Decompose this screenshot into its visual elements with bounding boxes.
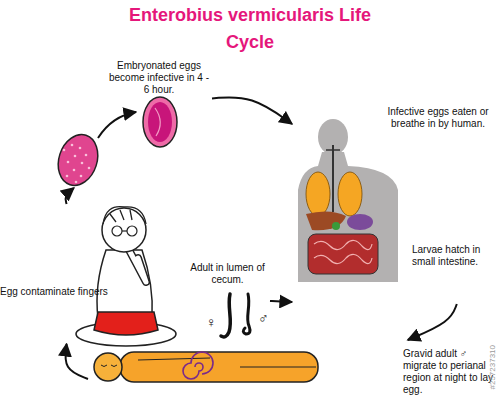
sex-symbol: ♀	[206, 314, 217, 330]
glasses-bridge	[122, 230, 127, 231]
liver	[306, 211, 346, 230]
closed-eyes	[101, 365, 117, 367]
glasses	[112, 226, 122, 236]
male-worm	[243, 294, 250, 334]
cycle-arrow	[270, 301, 292, 302]
head	[318, 119, 348, 155]
stage-text: Gravid adult ♂ migrate to perianal regio…	[403, 348, 498, 396]
sex-symbol: ♂	[258, 310, 269, 326]
egg-dot	[66, 175, 69, 178]
egg-dot	[74, 155, 77, 158]
egg-dot	[79, 147, 82, 150]
stage-text: Embryonated eggs become infective in 4 -…	[107, 60, 211, 96]
egg-dot	[63, 149, 66, 152]
stage-node: Embryonated eggs become infective in 4 -…	[55, 60, 212, 188]
egg-dot	[67, 161, 70, 164]
adult-worms	[221, 294, 250, 337]
egg-dot	[81, 162, 84, 165]
egg-dot	[75, 181, 78, 184]
stage-text: Adult in lumen of cecum.	[185, 262, 270, 286]
legs	[240, 367, 316, 368]
pants	[94, 312, 158, 335]
esophagus	[332, 145, 334, 212]
egg-dot	[80, 175, 83, 178]
egg-dot	[71, 144, 74, 147]
stage-node: Infective eggs eaten or breathe in by hu…	[292, 104, 498, 304]
diagram-title: Enterobius vermicularis Life Cycle	[110, 2, 390, 56]
development-arrow	[98, 112, 136, 138]
stomach	[347, 214, 373, 230]
arm	[138, 358, 210, 360]
gallbladder	[332, 222, 340, 230]
intestine	[308, 234, 378, 274]
stage-text: Egg contaminate fingers	[0, 286, 112, 298]
body-silhouette	[298, 152, 398, 282]
head	[94, 353, 122, 381]
lung	[306, 172, 330, 216]
egg-dot	[85, 154, 88, 157]
stage-text: Larvae hatch in small intestine.	[412, 244, 494, 268]
cycle-arrow	[408, 304, 457, 340]
body	[120, 352, 318, 382]
egg-embryo	[148, 102, 172, 142]
mouth	[326, 149, 340, 151]
sleeping-host	[94, 352, 318, 382]
arm	[128, 248, 146, 282]
glasses	[127, 226, 137, 236]
cycle-arrow	[66, 188, 74, 204]
egg-shell	[143, 97, 177, 147]
female-worm	[221, 294, 230, 337]
unembryonated-egg	[52, 129, 104, 190]
stage-node: Gravid adult ♂ migrate to perianal regio…	[88, 340, 498, 400]
stage-node: Egg contaminate fingers	[0, 204, 180, 344]
child	[76, 207, 176, 346]
arm-outline	[128, 248, 146, 282]
embryonated-egg	[143, 97, 177, 147]
stage-text: Infective eggs eaten or breathe in by hu…	[380, 106, 496, 130]
egg-shell	[52, 129, 104, 190]
hair	[103, 207, 146, 224]
lung	[338, 172, 362, 216]
egg-dot	[73, 169, 76, 172]
watermark: #257237310	[488, 345, 497, 390]
worm-spiral	[183, 352, 213, 379]
egg-dot	[88, 167, 91, 170]
cycle-arrow	[65, 344, 88, 379]
stage-node: Adult in lumen of cecum.	[185, 262, 270, 340]
head	[102, 208, 146, 252]
intestine-coils	[314, 240, 372, 263]
human-torso	[298, 119, 398, 282]
larva-outline	[155, 108, 160, 136]
cycle-arrow	[212, 97, 292, 124]
